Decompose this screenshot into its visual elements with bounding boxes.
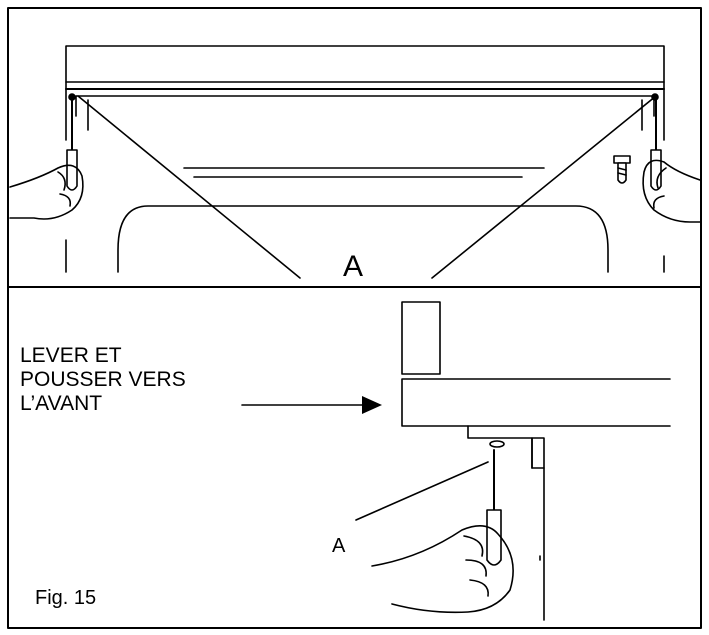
- leader-line-left: [77, 95, 301, 279]
- screw-icon: [613, 155, 631, 184]
- hand-holding-screwdriver-icon: [371, 449, 514, 614]
- instruction-line-3: L’AVANT: [20, 392, 103, 415]
- callout-label-bottom: A: [332, 535, 346, 557]
- upper-block: [401, 301, 441, 375]
- leader-line-bottom: [355, 461, 489, 521]
- top-panel: [9, 45, 701, 279]
- callout-label-top: A: [343, 250, 364, 283]
- instruction-text: LEVER ET POUSSER VERS L’AVANT: [20, 344, 260, 416]
- trim-board: [401, 378, 671, 427]
- instruction-line-1: LEVER ET: [20, 344, 122, 367]
- hand-holding-screwdriver-icon: [9, 99, 84, 220]
- figure-caption: Fig. 15: [35, 587, 97, 609]
- bottom-panel: [241, 301, 671, 621]
- hand-holding-screwdriver-icon: [642, 99, 701, 223]
- instruction-line-2: POUSSER VERS: [20, 368, 186, 391]
- trim-strip: [65, 45, 665, 83]
- leader-line-right: [431, 95, 657, 279]
- cabinet-opening: [117, 205, 609, 273]
- outer-frame: [7, 7, 702, 629]
